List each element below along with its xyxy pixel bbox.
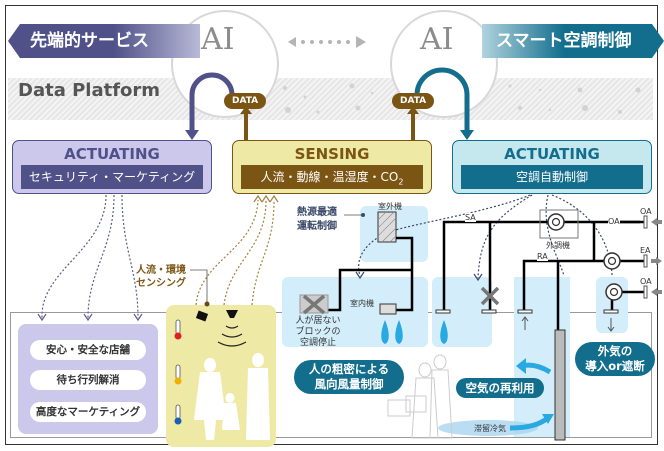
camera-icon bbox=[195, 310, 209, 322]
service-safe-store: 安心・安全な店舗 bbox=[30, 340, 146, 360]
no-people-note: 人が居ない ブロックの 空調停止 bbox=[290, 316, 346, 349]
teal-loop-arrow bbox=[414, 67, 470, 135]
sensing-callout-line1: 人流・環境 bbox=[136, 265, 186, 276]
data-platform-label: Data Platform bbox=[18, 80, 161, 101]
service-queue: 待ち行列解消 bbox=[30, 370, 146, 390]
airflow-control-pill: 人の粗密による 風向風量制御 bbox=[294, 360, 404, 394]
data-tag-left: DATA bbox=[224, 93, 267, 109]
ahu-housing bbox=[539, 209, 579, 239]
actuating-left-title: ACTUATING bbox=[64, 145, 160, 163]
ra-label: RA bbox=[537, 252, 548, 261]
sensing-callout-line2: センシング bbox=[136, 278, 186, 289]
actuating-security-box: ACTUATING セキュリティ・マーケティング bbox=[12, 140, 212, 194]
actuating-right-subtitle: 空調自動制御 bbox=[461, 165, 643, 189]
no-people-line3: 空調停止 bbox=[299, 338, 336, 348]
services-panel: 安心・安全な店舗 待ち行列解消 高度なマーケティング bbox=[18, 324, 158, 434]
outdoor-unit-label: 室外機 bbox=[378, 202, 402, 211]
side-label-oa-bottom: OA bbox=[640, 277, 652, 286]
ai-label-right: AI bbox=[420, 22, 454, 57]
sensing-subtitle-main: 人流・動線・温湿度・CO bbox=[260, 170, 399, 184]
banner-smart-hvac: スマート空調制御 bbox=[482, 24, 664, 58]
indoor-unit bbox=[379, 303, 397, 315]
heat-source-line2: 運転制御 bbox=[297, 221, 337, 232]
outside-air-line2: 導入or遮断 bbox=[585, 359, 645, 373]
indoor-unit-label: 室内機 bbox=[350, 299, 374, 308]
sensing-subtitle-sub: 2 bbox=[398, 177, 404, 187]
side-label-ea: EA bbox=[640, 246, 651, 255]
banner-advanced-services: 先端的サービス bbox=[8, 24, 200, 58]
sensing-title: SENSING bbox=[294, 145, 370, 163]
oa-fan bbox=[605, 283, 623, 301]
sensing-subtitle: 人流・動線・温湿度・CO2 bbox=[241, 165, 423, 189]
ahu-label: 外調機 bbox=[546, 241, 570, 250]
data-platform-band bbox=[8, 78, 653, 120]
no-people-line1: 人が居ない bbox=[295, 316, 341, 326]
ea-fan bbox=[603, 252, 621, 270]
stagnant-air-cloud bbox=[438, 420, 538, 436]
actuating-left-subtitle: セキュリティ・マーケティング bbox=[21, 165, 203, 189]
no-people-line2: ブロックの bbox=[295, 327, 341, 337]
data-tag-right: DATA bbox=[392, 93, 435, 109]
purple-arrowhead bbox=[185, 130, 199, 140]
outside-air-line1: 外気の bbox=[597, 344, 633, 358]
purple-loop-arrow bbox=[189, 72, 235, 135]
ai-label-left: AI bbox=[201, 22, 235, 57]
outside-air-pill: 外気の 導入or遮断 bbox=[575, 342, 655, 376]
actuating-hvac-box: ACTUATING 空調自動制御 bbox=[452, 140, 652, 194]
airflow-line2: 風向風量制御 bbox=[314, 377, 384, 391]
sensing-box: SENSING 人流・動線・温湿度・CO2 bbox=[232, 140, 432, 194]
hatched-column bbox=[554, 329, 566, 441]
thermometers bbox=[174, 319, 182, 425]
ahu-fan bbox=[547, 213, 565, 231]
sensing-callout: 人流・環境 センシング bbox=[136, 264, 186, 290]
stagnant-air-label: 滞留冷気 bbox=[474, 424, 506, 433]
actuating-right-title: ACTUATING bbox=[504, 145, 600, 163]
air-reuse-pill: 空気の再利用 bbox=[456, 378, 544, 398]
heat-source-callout: 熱源最適 運転制御 bbox=[297, 206, 337, 234]
heat-source-line1: 熱源最適 bbox=[297, 207, 337, 218]
oa-inner-label: OA bbox=[608, 217, 620, 226]
sensor-icon bbox=[226, 310, 238, 318]
service-marketing: 高度なマーケティング bbox=[30, 402, 146, 422]
teal-arrowhead bbox=[460, 130, 474, 140]
airflow-line1: 人の粗密による bbox=[308, 362, 390, 376]
sa-label: SA bbox=[465, 213, 476, 222]
side-label-oa-top: OA bbox=[640, 207, 652, 216]
